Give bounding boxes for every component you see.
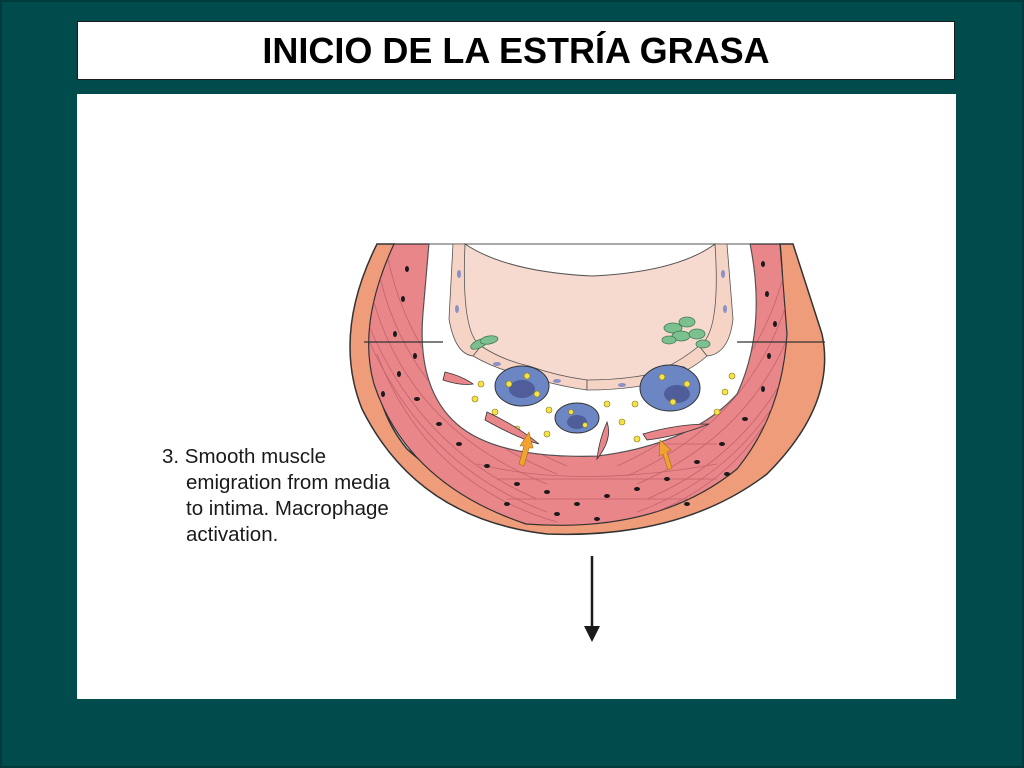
down-arrow-icon [584, 556, 600, 642]
platelets [470, 316, 711, 350]
lipid-droplets [471, 372, 736, 443]
caption-line: 3. Smooth muscle [162, 445, 327, 468]
macrophages [494, 364, 701, 434]
figure-caption: 3. Smooth muscle emigration from media t… [162, 444, 452, 548]
caption-line: activation. [186, 523, 279, 546]
artery-diagram [349, 243, 826, 642]
caption-line: to intima. Macrophage [186, 497, 389, 520]
caption-line: emigration from media [186, 471, 390, 494]
title-box: INICIO DE LA ESTRÍA GRASA [77, 21, 955, 80]
migration-arrow-icon [518, 431, 673, 471]
emigrating-muscle-cells [442, 371, 710, 461]
muscle-nuclei [381, 261, 777, 521]
slide-title: INICIO DE LA ESTRÍA GRASA [262, 29, 770, 71]
figure-panel: 3. Smooth muscle emigration from media t… [77, 94, 956, 699]
